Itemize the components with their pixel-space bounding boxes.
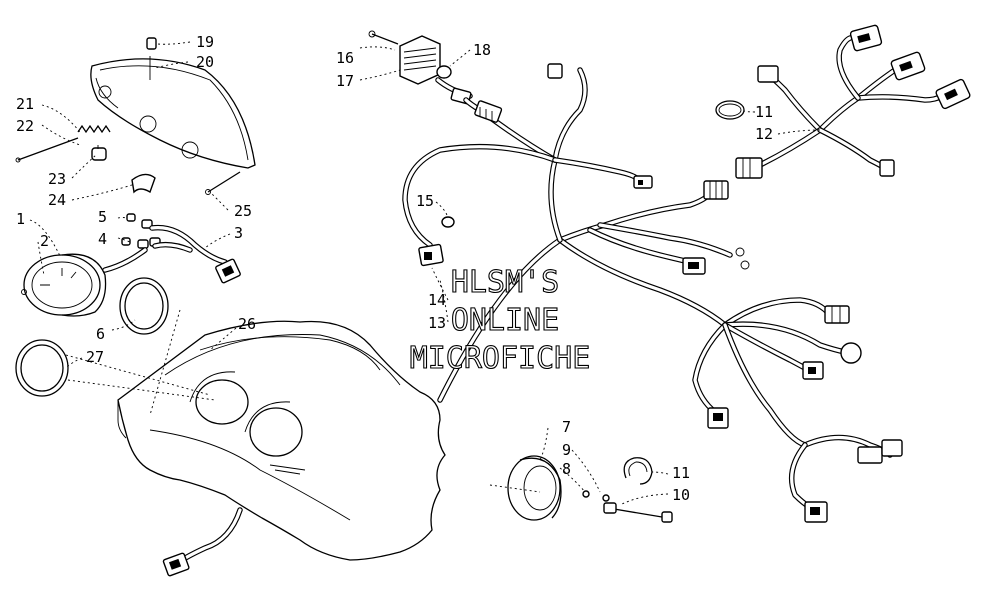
adjuster-spring xyxy=(15,124,111,163)
callout-27: 27 xyxy=(86,348,104,366)
switch-cable xyxy=(603,502,673,523)
callout-25: 25 xyxy=(234,202,252,220)
watermark-line-2: ONLINE xyxy=(451,303,559,338)
wire-clamp-upper xyxy=(715,100,745,120)
callout-18: 18 xyxy=(473,41,491,59)
speedometer-gauge xyxy=(21,253,107,317)
gauge-harness xyxy=(102,224,241,284)
callout-14: 14 xyxy=(428,291,446,309)
callout-11-upper: 11 xyxy=(755,103,773,121)
watermark-line-3: MICROFICHE xyxy=(410,341,591,376)
callout-6: 6 xyxy=(96,325,105,343)
headlight-bulb xyxy=(91,145,107,161)
callout-22: 22 xyxy=(16,117,34,135)
callout-21: 21 xyxy=(16,95,34,113)
callout-12: 12 xyxy=(755,125,773,143)
watermark-line-1: HLSM'S xyxy=(451,265,559,300)
voltage-regulator xyxy=(368,30,473,105)
callout-11-lower: 11 xyxy=(672,464,690,482)
callout-24: 24 xyxy=(48,191,66,209)
switch-washer xyxy=(582,490,610,502)
adjuster-screw xyxy=(205,171,241,195)
callout-26: 26 xyxy=(238,315,256,333)
headlight-housing xyxy=(90,56,256,169)
callout-23: 23 xyxy=(48,170,66,188)
gauge-bezel-ring xyxy=(119,277,169,335)
leader-lines xyxy=(29,41,821,506)
watermark: HLSM'S ONLINE MICROFICHE xyxy=(409,264,591,376)
sub-harness xyxy=(735,24,971,179)
callout-labels: 19 20 21 22 23 24 25 1 2 5 4 3 6 27 26 1… xyxy=(16,33,773,504)
dash-harness-lead xyxy=(162,507,243,577)
callout-5: 5 xyxy=(98,208,107,226)
callout-20: 20 xyxy=(196,53,214,71)
callout-2: 2 xyxy=(40,232,49,250)
wire-clamp-lower xyxy=(623,457,653,485)
callout-1: 1 xyxy=(16,210,25,228)
callout-9: 9 xyxy=(562,441,571,459)
callout-19: 19 xyxy=(196,33,214,51)
headlight-clip xyxy=(146,37,157,50)
callout-13: 13 xyxy=(428,314,446,332)
switch-bracket xyxy=(507,455,562,521)
callout-8: 8 xyxy=(562,460,571,478)
callout-4: 4 xyxy=(98,230,107,248)
callout-7: 7 xyxy=(562,418,571,436)
callout-15: 15 xyxy=(416,192,434,210)
callout-3: 3 xyxy=(234,224,243,242)
harness-connectors xyxy=(418,63,903,523)
callout-17: 17 xyxy=(336,72,354,90)
headlight-boot xyxy=(131,173,156,194)
callout-10: 10 xyxy=(672,486,690,504)
gauge-trim-ring xyxy=(15,339,69,397)
gauge-bulbs xyxy=(121,213,161,249)
dash-panel xyxy=(117,320,446,561)
callout-16: 16 xyxy=(336,49,354,67)
